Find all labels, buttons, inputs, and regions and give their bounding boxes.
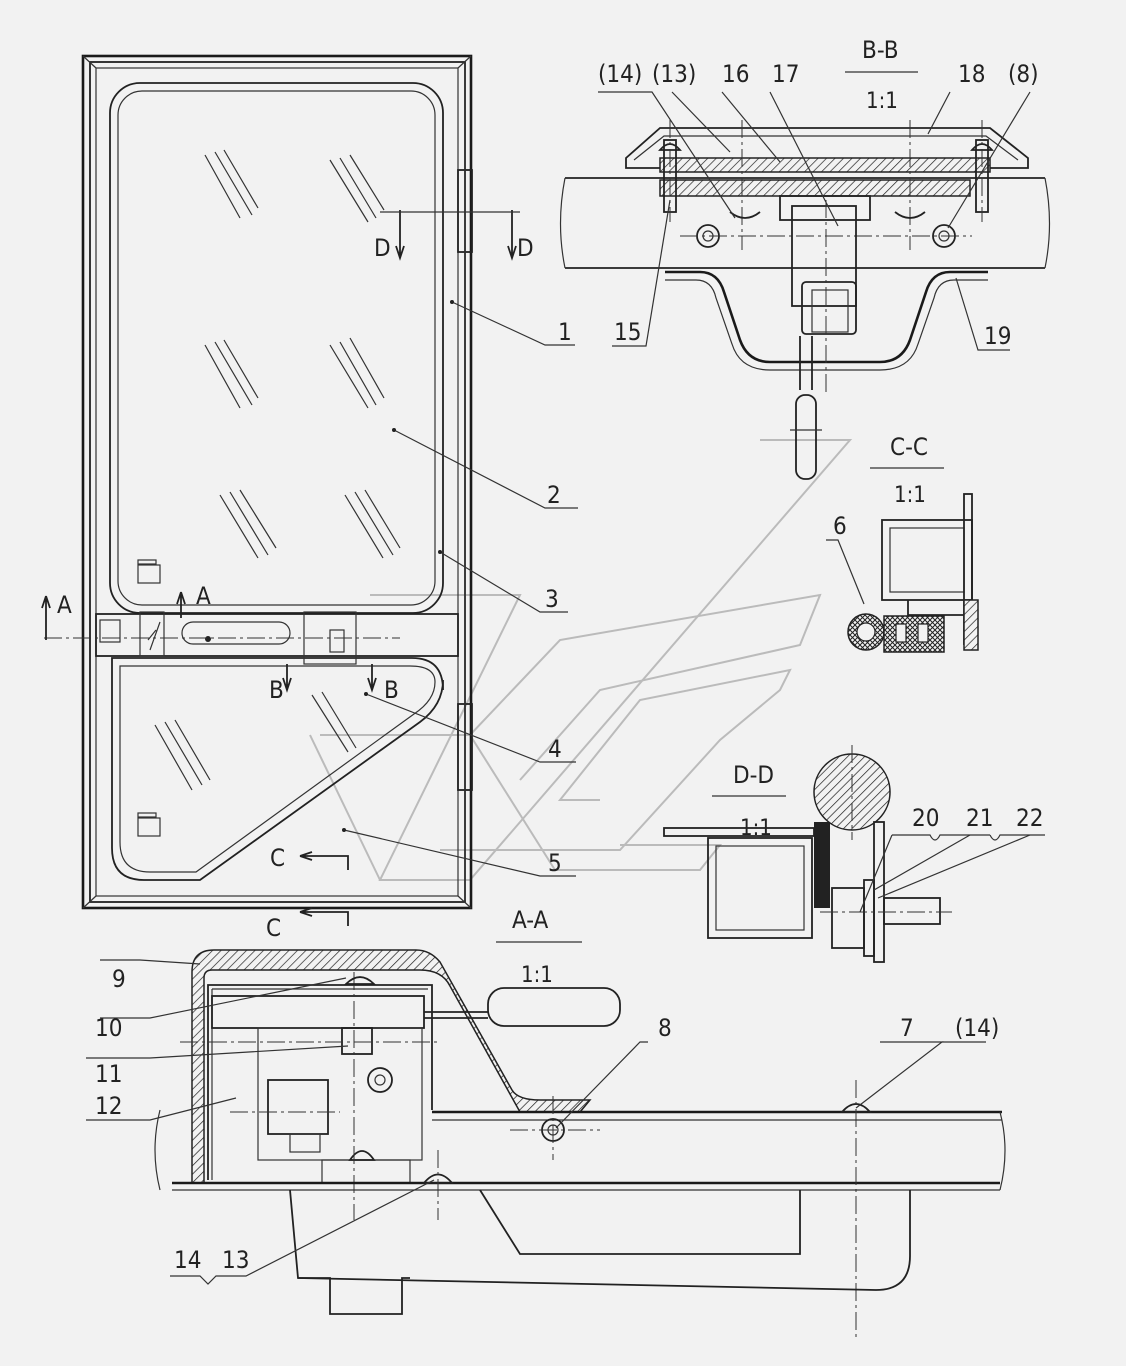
bb-label-17: 17 — [772, 60, 799, 88]
part-label-5: 5 — [548, 849, 562, 877]
door-front-view: A A B B D D C C 1 2 3 4 5 — [41, 54, 578, 942]
section-mark-d-right: D — [517, 234, 534, 262]
section-mark-a-right: A — [196, 582, 211, 610]
bb-label-16: 16 — [722, 60, 749, 88]
view-bb-title: B-B — [862, 36, 899, 64]
part-label-6: 6 — [833, 512, 847, 540]
part-label-8: 8 — [658, 1014, 672, 1042]
part-label-7-ref: (14) — [955, 1014, 999, 1042]
view-cc-title: C-C — [890, 433, 928, 461]
part-label-1: 1 — [558, 318, 572, 346]
part-label-2: 2 — [547, 481, 561, 509]
part-label-13: 13 — [222, 1246, 249, 1274]
part-label-14: 14 — [174, 1246, 201, 1274]
view-bb-scale: 1:1 — [866, 89, 898, 114]
bb-label-15: 15 — [614, 318, 641, 346]
dd-label-21: 21 — [966, 804, 993, 832]
part-label-4: 4 — [548, 735, 562, 763]
view-dd-title: D-D — [733, 761, 774, 789]
bb-label-8: (8) — [1008, 60, 1039, 88]
bb-label-14: (14) — [598, 60, 642, 88]
section-mark-c-top: C — [270, 844, 285, 872]
dd-label-22: 22 — [1016, 804, 1043, 832]
view-aa-title: A-A — [512, 906, 549, 934]
view-aa-scale: 1:1 — [521, 963, 553, 988]
part-label-11: 11 — [95, 1060, 122, 1088]
section-view-bb: B-B 1:1 — [559, 36, 1051, 480]
section-mark-a-left: A — [57, 591, 72, 619]
view-cc-scale: 1:1 — [894, 483, 926, 508]
bb-label-13: (13) — [652, 60, 696, 88]
bb-label-19: 19 — [984, 322, 1011, 350]
section-view-cc: C-C 1:1 6 — [826, 433, 979, 653]
section-view-aa: A-A 1:1 — [86, 906, 1006, 1340]
dd-label-20: 20 — [912, 804, 939, 832]
watermark — [309, 439, 853, 881]
part-label-10: 10 — [95, 1014, 122, 1042]
section-mark-b-left: B — [269, 676, 284, 704]
section-mark-d-left: D — [374, 234, 391, 262]
section-mark-c-bottom: C — [266, 914, 281, 942]
bb-label-18: 18 — [958, 60, 985, 88]
glass-marks — [154, 149, 401, 791]
section-view-dd: D-D 1:1 20 21 22 — [663, 745, 1045, 963]
part-label-9: 9 — [112, 965, 126, 993]
part-label-12: 12 — [95, 1092, 122, 1120]
section-mark-b-right: B — [384, 676, 399, 704]
part-label-7: 7 — [900, 1014, 914, 1042]
part-label-3: 3 — [545, 585, 559, 613]
